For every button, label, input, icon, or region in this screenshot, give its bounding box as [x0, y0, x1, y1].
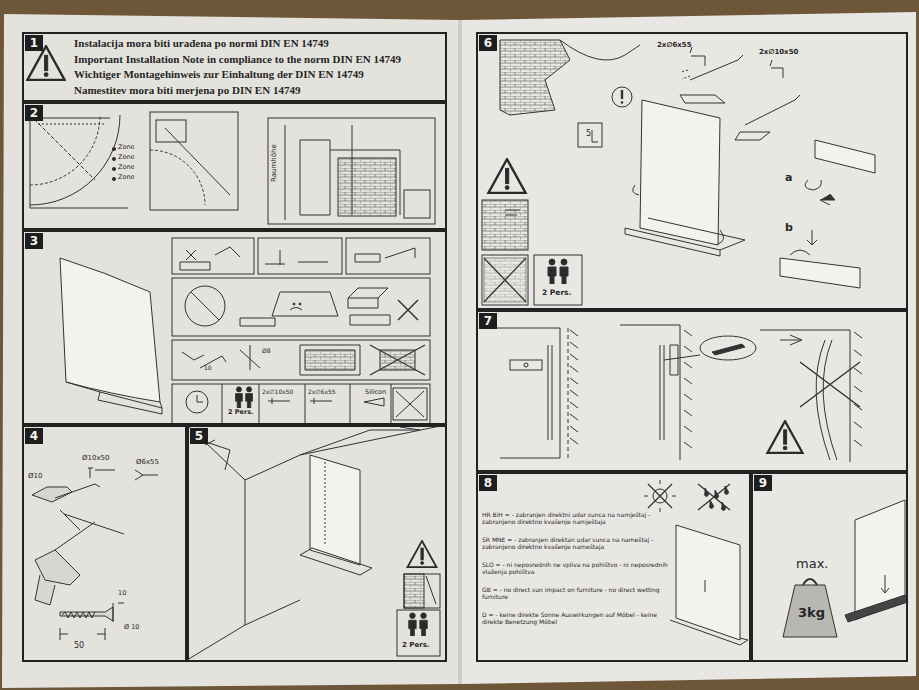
callout-label: Ø8 [262, 348, 271, 355]
warning-note: SR MNE = - zabranjen direktan udar sunca… [482, 537, 668, 551]
callout-label: a [785, 172, 792, 185]
callout-label: 10 [204, 365, 212, 372]
step-number: 9 [754, 475, 772, 491]
callout-label: 3kg [798, 606, 825, 621]
callout-label: 2 Pers. [228, 409, 254, 416]
warning-note: GB = - no direct sun impact on furniture… [482, 587, 668, 601]
callout-label: b [785, 222, 793, 235]
step-panel: 7 [476, 310, 908, 472]
warning-note: D = - keine direkte Sonne Auswirkungen a… [482, 612, 668, 626]
installation-note: Namestitev mora biti merjena po DIN EN 1… [74, 84, 300, 96]
step-panel: 6 [476, 32, 908, 310]
step-panel: 5 [187, 425, 447, 662]
callout-label: 50 [74, 641, 84, 650]
installation-note: Instalacija mora biti urađena po normi D… [74, 37, 329, 49]
callout-label: 2x∅6x55 [657, 41, 692, 49]
callout-label: 10 [118, 590, 126, 597]
step-panel: 1 Instalacija mora biti urađena po normi … [22, 32, 447, 102]
callout-label: Ø6x55 [136, 458, 159, 466]
installation-note: Important Installation Note in complianc… [74, 53, 401, 65]
step-number: 1 [25, 35, 43, 51]
step-number: 2 [25, 105, 43, 121]
step-number: 7 [479, 313, 497, 329]
callout-label: Ø10x50 [82, 454, 109, 462]
callout-label: max. [796, 557, 828, 572]
callout-label: 2 Pers. [402, 641, 429, 649]
step-number: 8 [479, 475, 497, 491]
step-panel: 9 [751, 472, 908, 662]
callout-label: 2x∅10x50 [759, 48, 798, 56]
callout-label: 5 [586, 129, 591, 138]
callout-label: Raumhöhe [270, 144, 278, 182]
callout-label: Ø 10 [124, 624, 139, 631]
callout-label: Zone [118, 174, 135, 181]
step-number: 4 [25, 428, 43, 444]
callout-label: 2x∅10x50 [262, 389, 293, 396]
step-number: 6 [479, 35, 497, 51]
callout-label: 2x∅6x55 [308, 389, 336, 396]
step-number: 5 [190, 428, 208, 444]
installation-note: Wichtiger Montagehinweis zur Einhaltung … [74, 68, 364, 80]
callout-label: Zone [118, 164, 135, 171]
warning-note: HR BiH = - zabranjen direktni udar sunca… [482, 512, 668, 526]
callout-label: Ø10 [28, 472, 42, 480]
callout-label: Zone [118, 154, 135, 161]
warning-note: SLO = - ni neposrednih ne vpliva na pohi… [482, 562, 668, 576]
step-panel: 2 [22, 102, 447, 230]
callout-label: Silicon [365, 389, 386, 396]
callout-label: 2 Pers. [542, 289, 571, 298]
step-number: 3 [25, 233, 43, 249]
callout-label: Zone [118, 144, 135, 151]
